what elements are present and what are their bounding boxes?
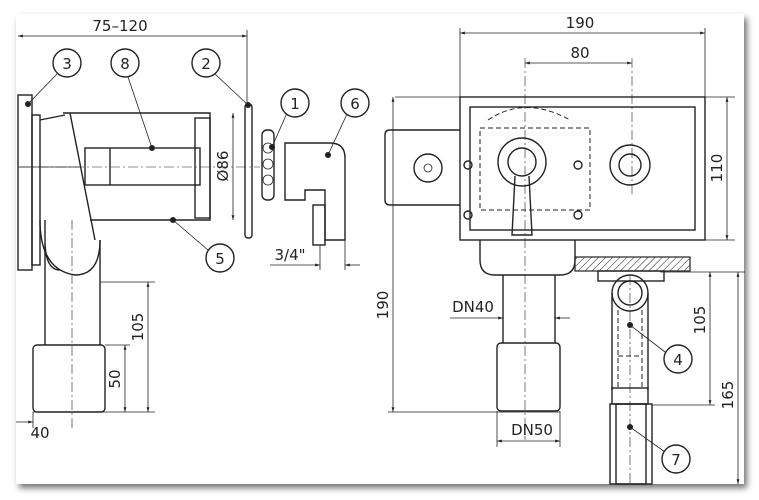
balloon-4: 4 [663, 344, 693, 374]
balloon-label: 6 [350, 95, 360, 113]
dim-box-height: 110 [708, 154, 726, 183]
balloon-label: 7 [671, 451, 681, 469]
drawing-sheet [16, 14, 744, 484]
balloon-label: 4 [673, 351, 683, 369]
dim-left-height: 105 [129, 313, 147, 342]
leaders [25, 73, 666, 453]
balloon-label: 1 [290, 95, 300, 113]
dim-dn50: DN50 [511, 421, 553, 439]
dim-box-width: 190 [566, 14, 595, 32]
balloon-label: 2 [201, 55, 211, 73]
dim-floor-height: 105 [691, 306, 709, 335]
dim-dn40: DN40 [452, 298, 494, 316]
dim-thread: 3/4" [274, 246, 305, 264]
balloon-5: 5 [205, 243, 235, 273]
dim-floor-total: 165 [719, 381, 737, 410]
side-view [16, 30, 360, 430]
balloon-1: 1 [280, 88, 310, 118]
balloon-label: 8 [120, 55, 130, 73]
dim-spacing: 80 [570, 44, 589, 62]
floor-view [574, 256, 745, 485]
balloon-2: 2 [191, 48, 221, 78]
dim-left-width: 75–120 [92, 17, 147, 35]
balloon-8: 8 [110, 48, 140, 78]
dim-socket-height: 50 [106, 369, 124, 388]
dim-total-height: 190 [374, 291, 392, 320]
dim-diameter: Ø86 [214, 151, 232, 182]
balloon-3: 3 [52, 48, 82, 78]
balloon-7: 7 [661, 444, 691, 474]
dim-offset: 40 [30, 424, 49, 442]
balloon-6: 6 [340, 88, 370, 118]
front-view [384, 28, 735, 447]
balloon-label: 5 [215, 250, 225, 268]
balloon-label: 3 [62, 55, 72, 73]
